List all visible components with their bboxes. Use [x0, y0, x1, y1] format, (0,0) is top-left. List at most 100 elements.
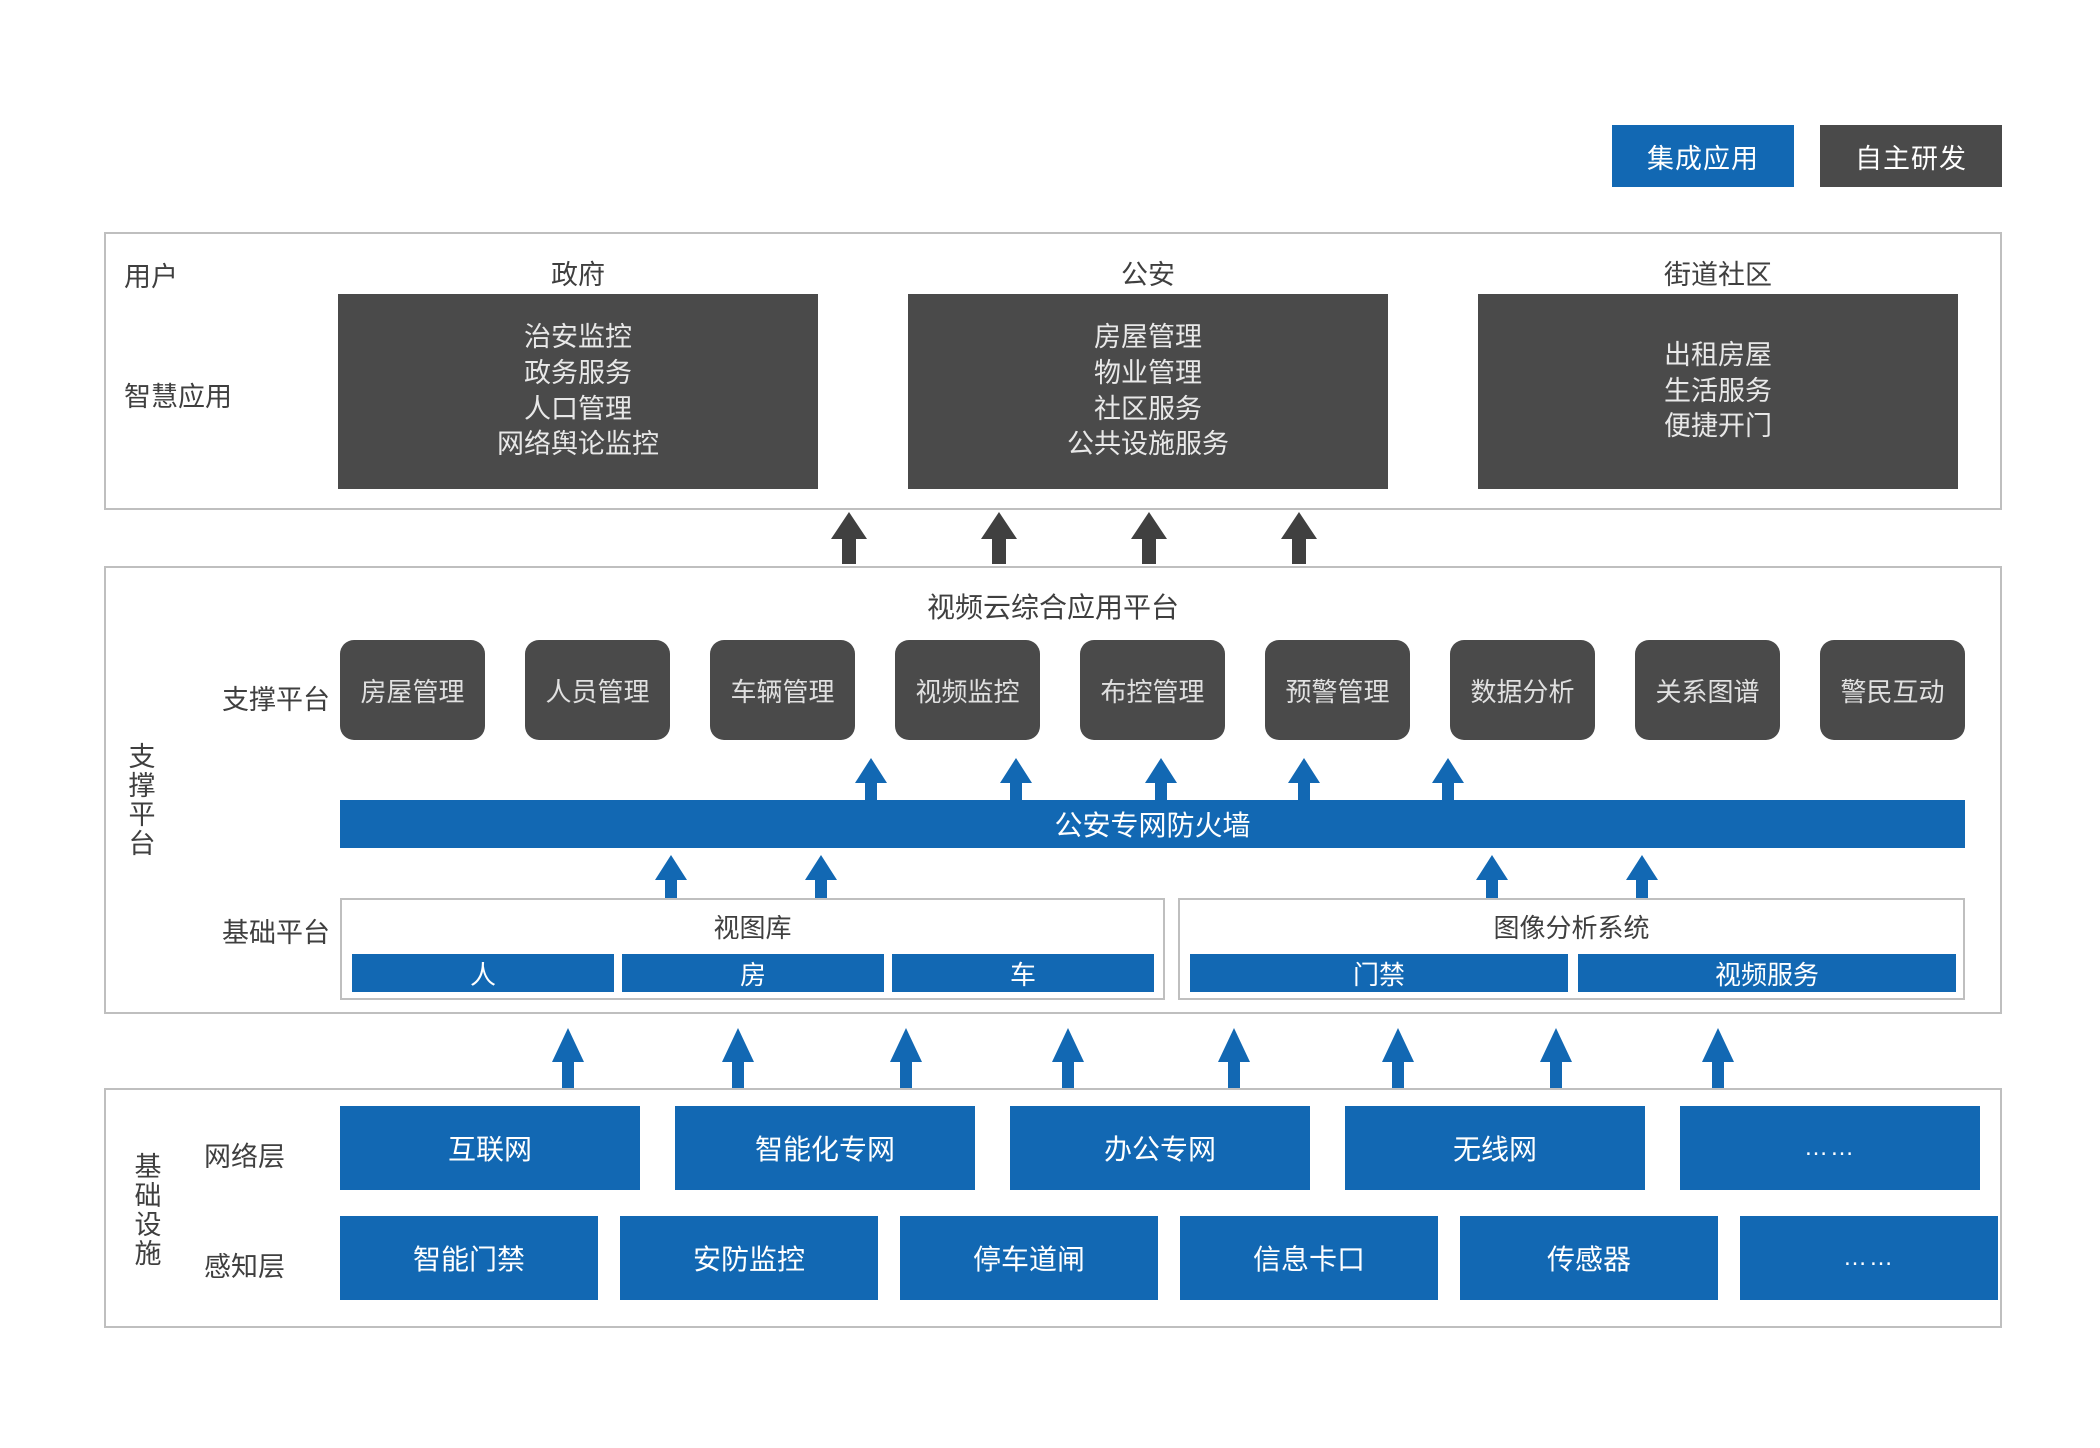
- app-item: 治安监控: [524, 321, 632, 352]
- app-item: 生活服务: [1664, 375, 1772, 406]
- module-chip-personnel-management[interactable]: 人员管理: [525, 640, 670, 740]
- view-library-item-house[interactable]: 房: [622, 954, 884, 992]
- arrow-up-blue: [1382, 1028, 1414, 1090]
- module-label: 房屋管理: [360, 676, 465, 707]
- tile-label: ……: [1804, 1134, 1856, 1161]
- group-title-view-library: 视图库: [713, 913, 792, 943]
- arrow-up-blue: [805, 855, 837, 899]
- app-box-street-community: 出租房屋 生活服务 便捷开门: [1478, 294, 1958, 489]
- tile-label: 智能门禁: [412, 1244, 525, 1275]
- row-label-user: 用户: [124, 261, 178, 292]
- item-label: 车: [1009, 959, 1036, 990]
- row-label-perception-layer: 感知层: [204, 1251, 285, 1282]
- network-tile-intelligent-private-network[interactable]: 智能化专网: [675, 1106, 975, 1190]
- arrow-up-dark: [1281, 512, 1317, 564]
- perception-tile-more[interactable]: ……: [1740, 1216, 1998, 1300]
- row-label-support-platform: 支撑平台: [222, 684, 330, 715]
- module-chip-housing-management[interactable]: 房屋管理: [340, 640, 485, 740]
- column-caption-street-community: 街道社区: [1664, 260, 1772, 290]
- app-box-government: 治安监控 政务服务 人口管理 网络舆论监控: [338, 294, 818, 489]
- arrow-up-blue: [1476, 855, 1508, 899]
- perception-tile-smart-access-control[interactable]: 智能门禁: [340, 1216, 598, 1300]
- item-label: 门禁: [1352, 959, 1405, 990]
- app-item: 房屋管理: [1094, 321, 1202, 352]
- app-item: 物业管理: [1094, 357, 1202, 388]
- view-library-item-person[interactable]: 人: [352, 954, 614, 992]
- firewall-label: 公安专网防火墙: [1054, 810, 1251, 841]
- perception-tile-information-checkpoint[interactable]: 信息卡口: [1180, 1216, 1438, 1300]
- tile-label: 办公专网: [1103, 1134, 1216, 1165]
- app-item: 政务服务: [524, 357, 632, 388]
- firewall-bar: 公安专网防火墙: [340, 800, 1965, 848]
- view-library-item-vehicle[interactable]: 车: [892, 954, 1154, 992]
- item-label: 人: [469, 959, 496, 990]
- arrow-up-blue: [1052, 1028, 1084, 1090]
- arrow-up-blue: [855, 758, 887, 802]
- column-caption-government: 政府: [551, 260, 605, 290]
- row-label-base-platform: 基础平台: [222, 917, 330, 948]
- app-item: 便捷开门: [1664, 411, 1772, 442]
- network-tile-more[interactable]: ……: [1680, 1106, 1980, 1190]
- legend-integrated-application: 集成应用: [1612, 125, 1794, 187]
- row-label-network-layer: 网络层: [204, 1141, 285, 1172]
- platform-title: 视频云综合应用平台: [926, 592, 1179, 623]
- arrow-up-dark: [981, 512, 1017, 564]
- item-label: 视频服务: [1714, 959, 1819, 990]
- app-item: 公共设施服务: [1067, 429, 1229, 460]
- group-title-image-analysis: 图像分析系统: [1493, 913, 1650, 943]
- app-box-public-security: 房屋管理 物业管理 社区服务 公共设施服务: [908, 294, 1388, 489]
- network-tile-wireless-network[interactable]: 无线网: [1345, 1106, 1645, 1190]
- tile-label: 传感器: [1546, 1244, 1631, 1275]
- arrow-up-blue: [1540, 1028, 1572, 1090]
- module-label: 预警管理: [1285, 676, 1390, 707]
- image-analysis-item-video-service[interactable]: 视频服务: [1578, 954, 1956, 992]
- arrow-up-blue: [552, 1028, 584, 1090]
- module-chip-early-warning[interactable]: 预警管理: [1265, 640, 1410, 740]
- legend-label: 自主研发: [1855, 143, 1967, 174]
- module-chip-data-analysis[interactable]: 数据分析: [1450, 640, 1595, 740]
- side-label-infrastructure: 基础设施: [130, 1152, 161, 1268]
- arrow-up-blue: [1432, 758, 1464, 802]
- perception-tile-sensor[interactable]: 传感器: [1460, 1216, 1718, 1300]
- item-label: 房: [739, 959, 766, 990]
- tile-label: 智能化专网: [754, 1134, 895, 1165]
- module-chip-vehicle-management[interactable]: 车辆管理: [710, 640, 855, 740]
- arrow-up-blue: [655, 855, 687, 899]
- tile-label: 安防监控: [692, 1244, 805, 1275]
- network-tile-office-private-network[interactable]: 办公专网: [1010, 1106, 1310, 1190]
- module-chip-deployment-control[interactable]: 布控管理: [1080, 640, 1225, 740]
- arrow-up-dark: [1131, 512, 1167, 564]
- network-tile-internet[interactable]: 互联网: [340, 1106, 640, 1190]
- arrow-up-blue: [722, 1028, 754, 1090]
- app-item: 出租房屋: [1664, 339, 1772, 370]
- arrow-up-blue: [1218, 1028, 1250, 1090]
- arrow-up-blue: [1000, 758, 1032, 802]
- module-label: 警民互动: [1840, 676, 1945, 707]
- module-chip-video-surveillance[interactable]: 视频监控: [895, 640, 1040, 740]
- app-item: 社区服务: [1094, 393, 1202, 424]
- legend-label: 集成应用: [1647, 143, 1759, 174]
- module-chip-relationship-graph[interactable]: 关系图谱: [1635, 640, 1780, 740]
- legend-self-developed: 自主研发: [1820, 125, 2002, 187]
- image-analysis-item-access-control[interactable]: 门禁: [1190, 954, 1568, 992]
- arrow-up-dark: [831, 512, 867, 564]
- module-chip-police-public-interaction[interactable]: 警民互动: [1820, 640, 1965, 740]
- arrow-up-blue: [890, 1028, 922, 1090]
- module-label: 数据分析: [1470, 676, 1575, 707]
- tile-label: 信息卡口: [1252, 1244, 1365, 1275]
- tile-label: 互联网: [447, 1134, 532, 1165]
- tile-label: ……: [1843, 1244, 1895, 1271]
- module-label: 视频监控: [915, 676, 1020, 707]
- tile-label: 停车道闸: [972, 1244, 1085, 1275]
- arrow-up-blue: [1702, 1028, 1734, 1090]
- module-label: 车辆管理: [730, 676, 835, 707]
- tile-label: 无线网: [1452, 1134, 1537, 1165]
- module-label: 布控管理: [1100, 676, 1205, 707]
- perception-tile-security-surveillance[interactable]: 安防监控: [620, 1216, 878, 1300]
- app-item: 网络舆论监控: [497, 429, 659, 460]
- side-label-support-platform: 支撑平台: [124, 742, 155, 858]
- perception-tile-parking-barrier[interactable]: 停车道闸: [900, 1216, 1158, 1300]
- module-label: 关系图谱: [1655, 676, 1760, 707]
- column-caption-public-security: 公安: [1121, 260, 1175, 290]
